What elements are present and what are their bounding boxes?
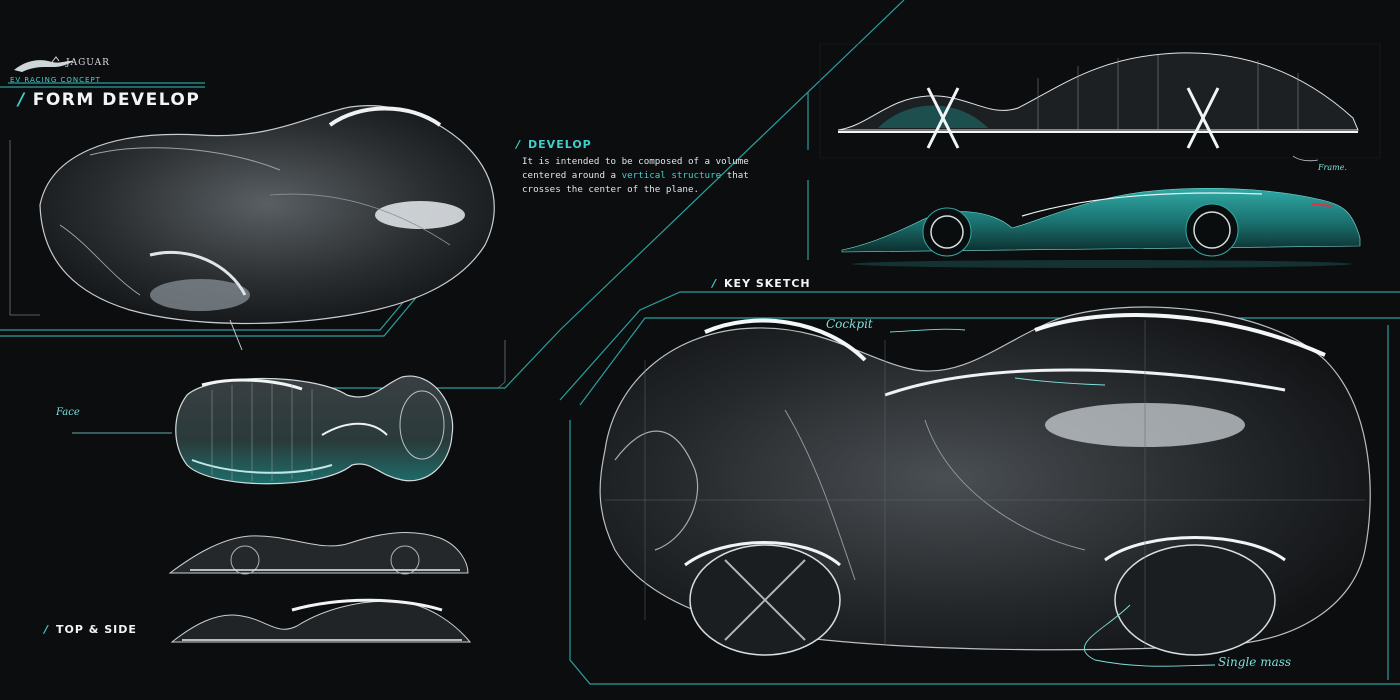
develop-heading: / DEVELOP: [516, 138, 592, 151]
side-view-sketch-2: [170, 598, 472, 643]
frame-annotation: Frame.: [1318, 163, 1348, 172]
develop-line-3: crosses the center of the plane.: [522, 184, 700, 195]
vertical-structure-highlight: vertical structure: [621, 170, 722, 181]
face-annotation: Face: [56, 407, 80, 418]
page-title: / FORM DEVELOP: [18, 90, 200, 110]
develop-description: It is intended to be composed of a volum…: [522, 155, 802, 197]
three-quarter-car-sketch: [39, 105, 495, 351]
leaping-jaguar-icon: [14, 56, 74, 72]
develop-line-2: centered around a vertical structure tha…: [522, 169, 802, 183]
key-sketch-heading: / KEY SKETCH: [712, 277, 811, 290]
top-side-slash-mark: /: [44, 623, 50, 636]
key-sketch-slash-mark: /: [712, 277, 718, 290]
single-mass-annotation: Single mass: [1218, 655, 1292, 669]
frame-side-sketch: [837, 52, 1359, 162]
title-slash-mark: /: [18, 90, 26, 110]
side-view-sketch-1: [168, 532, 469, 575]
develop-line-1: It is intended to be composed of a volum…: [522, 156, 749, 167]
brand-name: JAGUAR: [66, 58, 110, 68]
develop-slash-mark: /: [516, 138, 522, 151]
develop-line-2-start: centered around a: [522, 170, 622, 181]
page-title-text: FORM DEVELOP: [32, 90, 201, 110]
top-side-heading-text: TOP & SIDE: [56, 623, 137, 636]
top-view-car-sketch: [72, 375, 454, 485]
develop-line-2-end: that: [721, 170, 749, 181]
cockpit-annotation: Cockpit: [826, 317, 873, 331]
develop-heading-text: DEVELOP: [528, 138, 592, 151]
rendered-side-car: [841, 187, 1361, 268]
brand-subtitle: EV RACING CONCEPT: [10, 76, 101, 84]
top-side-heading: / TOP & SIDE: [44, 623, 137, 636]
key-sketch-car: [599, 306, 1371, 667]
key-sketch-heading-text: KEY SKETCH: [724, 277, 811, 290]
